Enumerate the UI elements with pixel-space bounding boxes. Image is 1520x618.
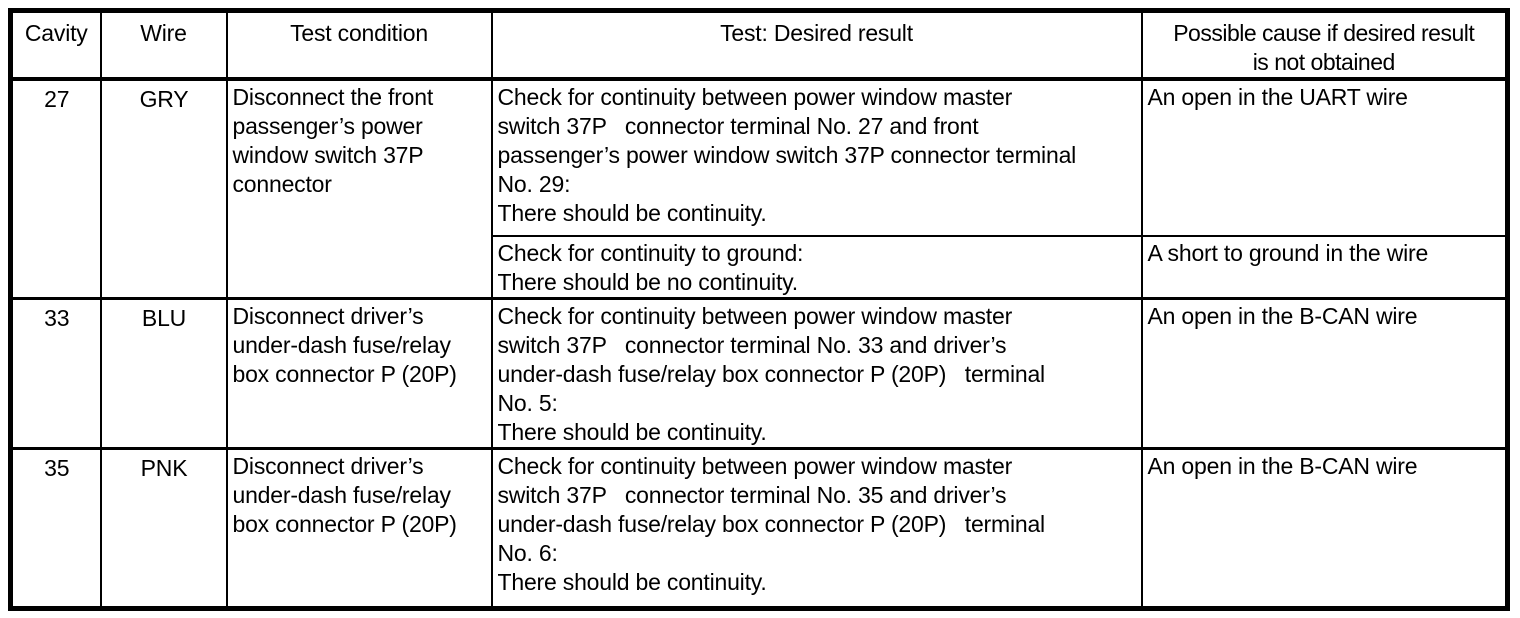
table-row-cavity-33: 33 BLU Disconnect driver’s under-dash fu… <box>9 297 1509 450</box>
table-subrow-cavity-27: Check for continuity to ground: There sh… <box>11 235 1509 300</box>
possible-cause-cell: A short to ground in the wire <box>1140 235 1509 300</box>
test-desired-result-cell: Check for continuity between power windo… <box>490 447 1143 610</box>
wire-color-value: BLU <box>99 297 228 450</box>
table-row-cavity-35: 35 PNK Disconnect driver’s under-dash fu… <box>9 447 1509 610</box>
header-cavity: Cavity <box>9 9 102 81</box>
wire-color-value: GRY <box>99 78 228 300</box>
header-row: Cavity Wire Test condition Test: Desired… <box>9 9 1509 81</box>
cavity-value: 27 <box>9 78 102 300</box>
test-condition-cell: Disconnect the front passenger’s power w… <box>225 78 493 300</box>
test-condition-cell: Disconnect driver’s under-dash fuse/rela… <box>225 447 493 610</box>
wiring-continuity-test-table: Cavity Wire Test condition Test: Desired… <box>8 8 1510 611</box>
possible-cause-cell: An open in the UART wire <box>1140 78 1509 237</box>
test-desired-result-cell: Check for continuity between power windo… <box>490 78 1143 237</box>
wire-color-value: PNK <box>99 447 228 610</box>
possible-cause-cell: An open in the B-CAN wire <box>1140 297 1509 450</box>
header-wire: Wire <box>99 9 228 81</box>
possible-cause-cell: An open in the B-CAN wire <box>1140 447 1509 610</box>
table-row-cavity-27: 27 GRY Disconnect the front passenger’s … <box>9 78 1509 300</box>
header-test-condition: Test condition <box>225 9 493 81</box>
header-test-desired-result: Test: Desired result <box>490 9 1143 81</box>
test-desired-result-cell: Check for continuity between power windo… <box>490 297 1143 450</box>
test-desired-result-cell: Check for continuity to ground: There sh… <box>490 235 1143 300</box>
test-condition-cell: Disconnect driver’s under-dash fuse/rela… <box>225 297 493 450</box>
cavity-value: 33 <box>9 297 102 450</box>
header-possible-cause: Possible cause if desired result is not … <box>1140 9 1509 81</box>
cavity-value: 35 <box>9 447 102 610</box>
